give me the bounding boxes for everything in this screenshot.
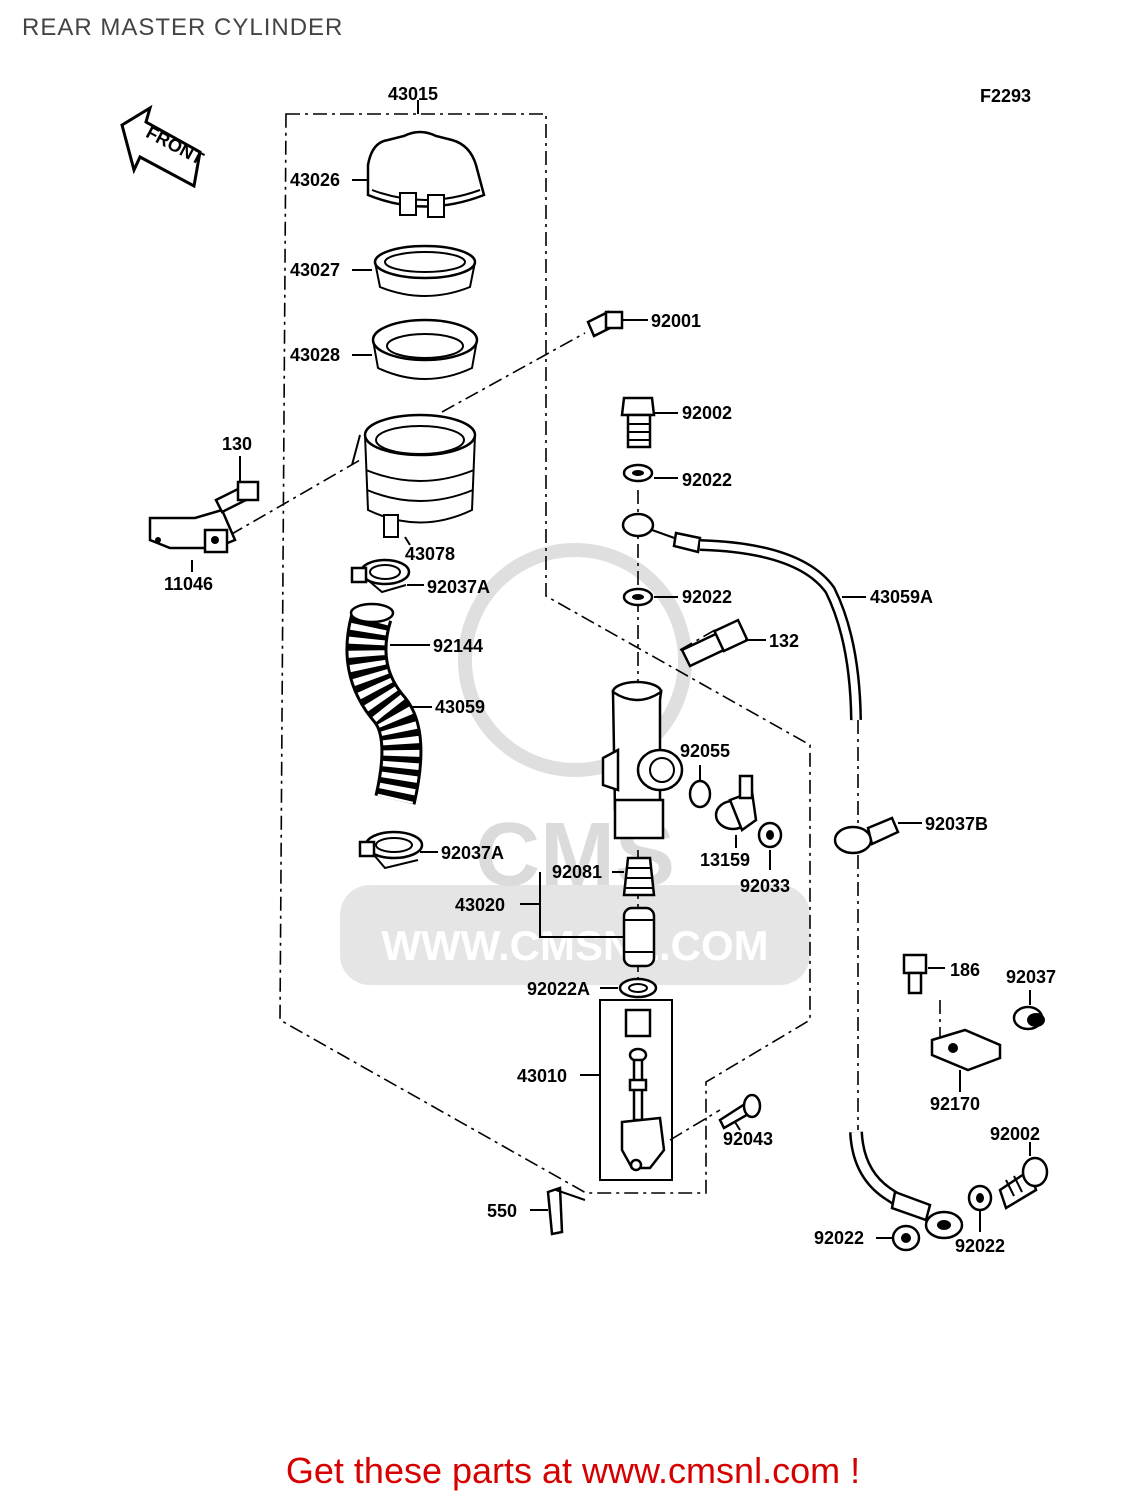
watermark: CMS WWW.CMSNL.COM (340, 543, 810, 985)
parts-diagram: CMS WWW.CMSNL.COM F2293 FRONT (120, 84, 1056, 1256)
diaphragm-plate (373, 244, 477, 297)
reservoir-hose (345, 602, 423, 805)
label-92037A-top: 92037A (427, 577, 490, 597)
reservoir-cap (366, 130, 486, 218)
label-132: 132 (769, 631, 799, 651)
piston-43020 (622, 906, 656, 968)
label-92022-mid: 92022 (682, 587, 732, 607)
assembly-outline (279, 113, 811, 1194)
part-labels: 43015 43026 43027 43028 92001 92002 9202… (164, 84, 1056, 1256)
diaphragm (371, 318, 479, 380)
clamp-92170 (930, 1028, 1002, 1072)
bolt-186 (902, 953, 928, 995)
grommet-92037 (1012, 1005, 1045, 1031)
label-92022-lower-right: 92022 (955, 1236, 1005, 1256)
lower-hose-fitting (849, 1131, 964, 1240)
footer-link[interactable]: Get these parts at www.cmsnl.com ! (285, 1450, 861, 1491)
o-ring-92055 (688, 779, 712, 809)
cotter-pin-550 (546, 1186, 586, 1236)
label-92002-top: 92002 (682, 403, 732, 423)
label-92022-top: 92022 (682, 470, 732, 490)
label-92002-bottom: 92002 (990, 1124, 1040, 1144)
label-92144: 92144 (433, 636, 483, 656)
label-92055: 92055 (680, 741, 730, 761)
bolt-132 (680, 618, 749, 668)
label-43059: 43059 (435, 697, 485, 717)
push-rod-43010 (620, 1008, 666, 1172)
label-11046: 11046 (164, 574, 213, 594)
bolt-130 (214, 480, 260, 514)
pin-92043 (718, 1093, 762, 1130)
page-title: REAR MASTER CYLINDER (22, 14, 344, 41)
label-92037: 92037 (1006, 967, 1056, 987)
banjo-bolt-top (620, 396, 656, 449)
spring-92081 (622, 856, 656, 897)
hose-clamp-bottom (358, 830, 424, 870)
label-186: 186 (950, 960, 980, 980)
label-43026: 43026 (290, 170, 340, 190)
figure-code: F2293 (980, 86, 1031, 106)
label-43078: 43078 (405, 544, 455, 564)
label-92081: 92081 (552, 862, 602, 882)
label-43020: 43020 (455, 895, 505, 915)
hose-clamp-top (350, 558, 411, 594)
label-92022A: 92022A (527, 979, 590, 999)
label-550: 550 (487, 1201, 517, 1221)
hose-end-92037B (833, 816, 900, 855)
label-92170: 92170 (930, 1094, 980, 1114)
label-92001: 92001 (651, 311, 701, 331)
watermark-text: WWW.CMSNL.COM (381, 922, 768, 969)
label-92037B: 92037B (925, 814, 988, 834)
banjo-bolt-bottom (998, 1156, 1049, 1210)
label-92033: 92033 (740, 876, 790, 896)
label-130: 130 (222, 434, 252, 454)
label-92037A-bottom: 92037A (441, 843, 504, 863)
hose-fitting-13159 (714, 774, 758, 832)
bracket-11046 (148, 508, 237, 554)
label-43010: 43010 (517, 1066, 567, 1086)
reservoir-body (351, 413, 477, 538)
label-13159: 13159 (700, 850, 750, 870)
label-43027: 43027 (290, 260, 340, 280)
bolt-92001 (586, 310, 624, 338)
label-92043: 92043 (723, 1129, 773, 1149)
front-arrow-icon: FRONT (120, 104, 207, 189)
label-43015: 43015 (388, 84, 438, 104)
label-43028: 43028 (290, 345, 340, 365)
label-43059A: 43059A (870, 587, 933, 607)
label-92022-lower-left: 92022 (814, 1228, 864, 1248)
brake-hose (621, 512, 862, 721)
master-cylinder-body (601, 680, 684, 840)
